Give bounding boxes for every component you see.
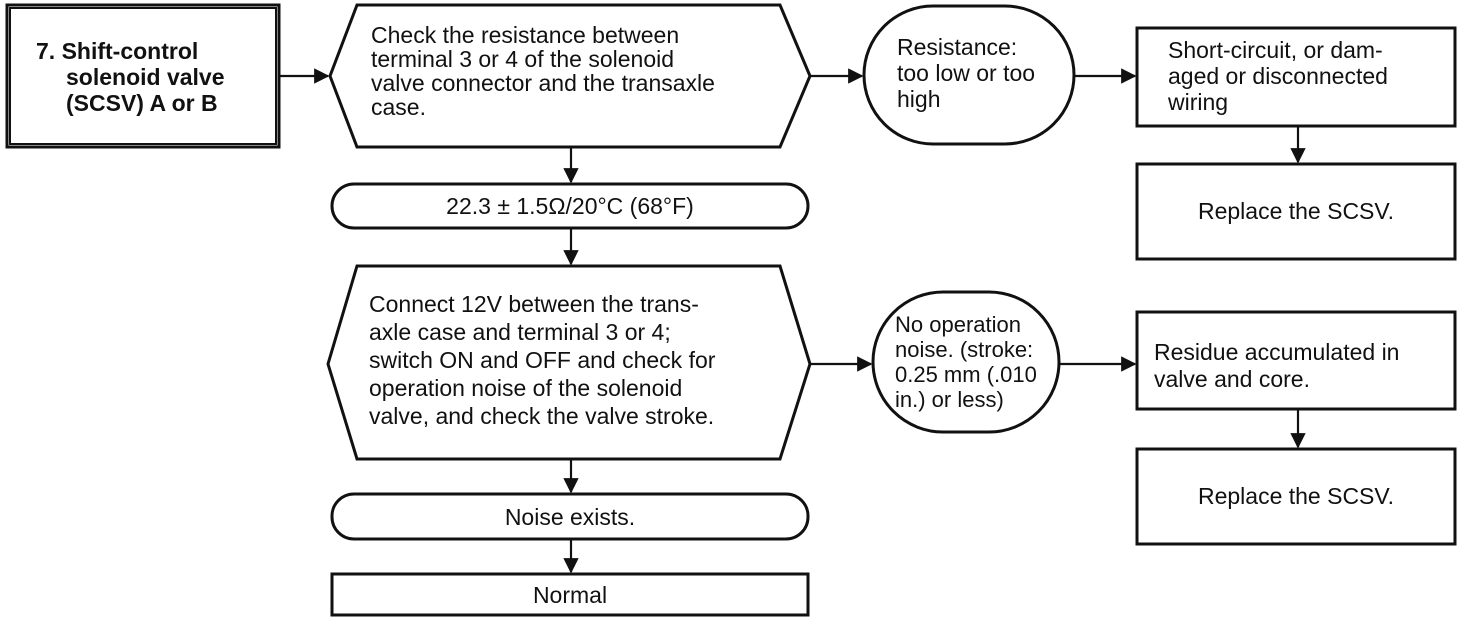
connect-line-3: switch ON and OFF and check for [369,347,716,373]
no-operation-label: No operation noise. (stroke: 0.25 mm (.0… [895,312,1037,412]
wiring-fault-label: Short-circuit, or dam- aged or disconnec… [1168,37,1388,115]
noise-exists-label: Noise exists. [504,504,636,530]
nooperation-line-2: noise. (stroke: [895,337,1034,362]
connect-line-4: operation noise of the solenoid [369,375,683,401]
connect-line-2: axle case and terminal 3 or 4; [369,319,671,345]
residue-line-2: valve and core. [1154,366,1310,392]
normal-label: Normal [532,582,608,608]
wiring-line-3: wiring [1168,89,1229,115]
start-line-1: 7. Shift-control [36,38,199,64]
connect-line-5: valve, and check the valve stroke. [369,403,715,429]
residue-line-1: Residue accumulated in [1154,339,1400,365]
resistance-line-1: Resistance: [897,34,1018,60]
check-line-3: valve connector and the transaxle [371,70,715,96]
wiring-line-2: aged or disconnected [1168,63,1388,89]
wiring-line-1: Short-circuit, or dam- [1168,37,1383,63]
nooperation-line-3: 0.25 mm (.010 [895,362,1037,387]
normal-box [330,572,810,617]
replace-scsv-box-1 [1135,162,1457,261]
connect-12v-box [326,264,812,461]
check-line-4: case. [371,94,426,120]
check-resistance-label: Check the resistance between terminal 3 … [371,23,715,119]
connect-line-1: Connect 12V between the trans- [369,291,699,317]
check-line-1: Check the resistance between [371,22,680,48]
check-line-2: terminal 3 or 4 of the solenoid [371,46,675,72]
nooperation-line-4: in.) or less) [895,387,1004,412]
spec-label: 22.3 ± 1.5Ω/20°C (68°F) [446,193,694,219]
connect-12v-label: Connect 12V between the trans- axle case… [369,290,715,430]
no-operation-box [871,290,1061,434]
residue-box [1135,310,1457,411]
start-label: 7. Shift-control solenoid valve (SCSV) A… [36,38,225,116]
replace-scsv-box-2 [1135,447,1457,546]
start-line-2: solenoid valve [66,64,225,90]
resistance-line-3: high [897,86,941,112]
residue-label: Residue accumulated in valve and core. [1154,339,1399,393]
replace-scsv-label-2: Replace the SCSV. [1197,483,1395,509]
resistance-fault-label: Resistance: too low or too high [897,34,1035,112]
nooperation-line-1: No operation [895,312,1021,337]
replace-scsv-label-1: Replace the SCSV. [1197,198,1395,224]
start-line-3: (SCSV) A or B [66,90,218,116]
resistance-line-2: too low or too [897,60,1036,86]
check-resistance-box [328,3,812,149]
wiring-fault-box [1135,26,1457,128]
